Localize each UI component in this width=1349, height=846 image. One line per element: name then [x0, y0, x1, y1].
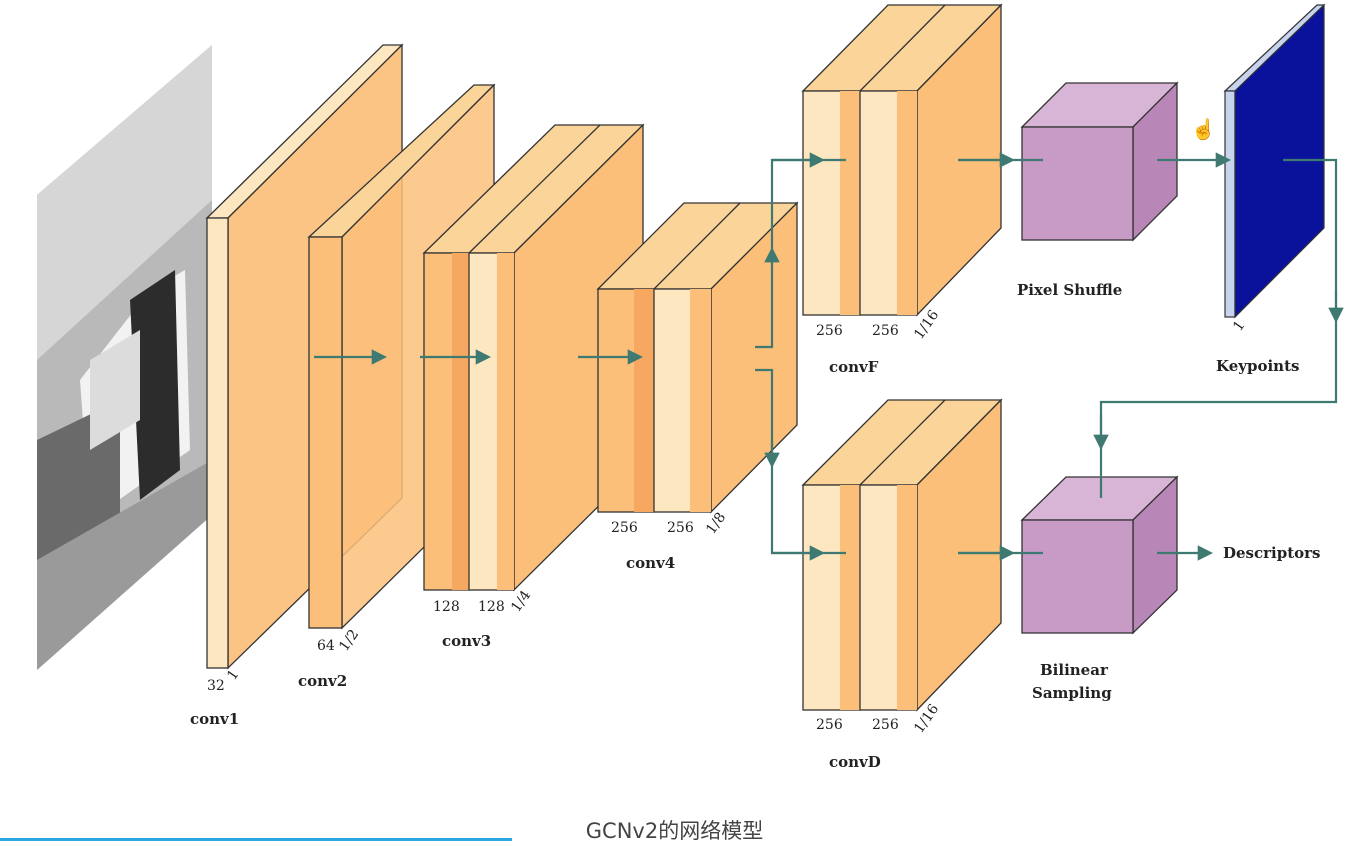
label-descriptors: Descriptors [1223, 544, 1321, 562]
label-conv3: conv3 [442, 632, 491, 650]
pixel-shuffle-cube [1020, 81, 1179, 242]
label-convD: convD [829, 753, 881, 771]
dim-conv4-channels-b: 256 [667, 520, 694, 536]
figure-caption: GCNv2的网络模型 [0, 815, 1349, 845]
keypoints-map [1223, 3, 1326, 319]
dim-conv2-scale: 1/2 [336, 627, 362, 655]
dim-convF-channels-a: 256 [816, 323, 843, 339]
dim-conv2-channels: 64 [317, 638, 335, 654]
conv4-block [596, 201, 799, 514]
dim-conv1-scale: 1 [224, 667, 242, 683]
label-conv4: conv4 [626, 554, 675, 572]
convD-block [801, 398, 1003, 712]
dim-convD-channels-a: 256 [816, 717, 843, 733]
bilinear-sampling-cube [1020, 475, 1179, 635]
input-image [37, 45, 212, 670]
dim-conv3-channels-b: 128 [478, 599, 505, 615]
caption-underline [0, 838, 512, 841]
label-bilinear-line1: Bilinear [1040, 661, 1109, 679]
dim-conv3-channels-a: 128 [433, 599, 460, 615]
hand-cursor-icon: ☝ [1191, 117, 1216, 141]
label-keypoints: Keypoints [1216, 357, 1299, 375]
dim-conv4-scale: 1/8 [703, 510, 729, 538]
label-bilinear-line2: Sampling [1032, 684, 1112, 702]
label-conv2: conv2 [298, 672, 347, 690]
dim-conv4-channels-a: 256 [611, 520, 638, 536]
label-convF: convF [829, 358, 879, 376]
dim-conv3-scale: 1/4 [508, 588, 534, 616]
figure-caption-text: GCNv2的网络模型 [585, 819, 764, 843]
label-pixel-shuffle: Pixel Shuffle [1017, 281, 1122, 299]
flow-arrows [314, 152, 1344, 561]
dim-conv1-channels: 32 [207, 678, 225, 694]
dim-convD-channels-b: 256 [872, 717, 899, 733]
dim-convF-channels-b: 256 [872, 323, 899, 339]
label-conv1: conv1 [190, 710, 239, 728]
dim-keypoints-channels: 1 [1230, 318, 1248, 334]
